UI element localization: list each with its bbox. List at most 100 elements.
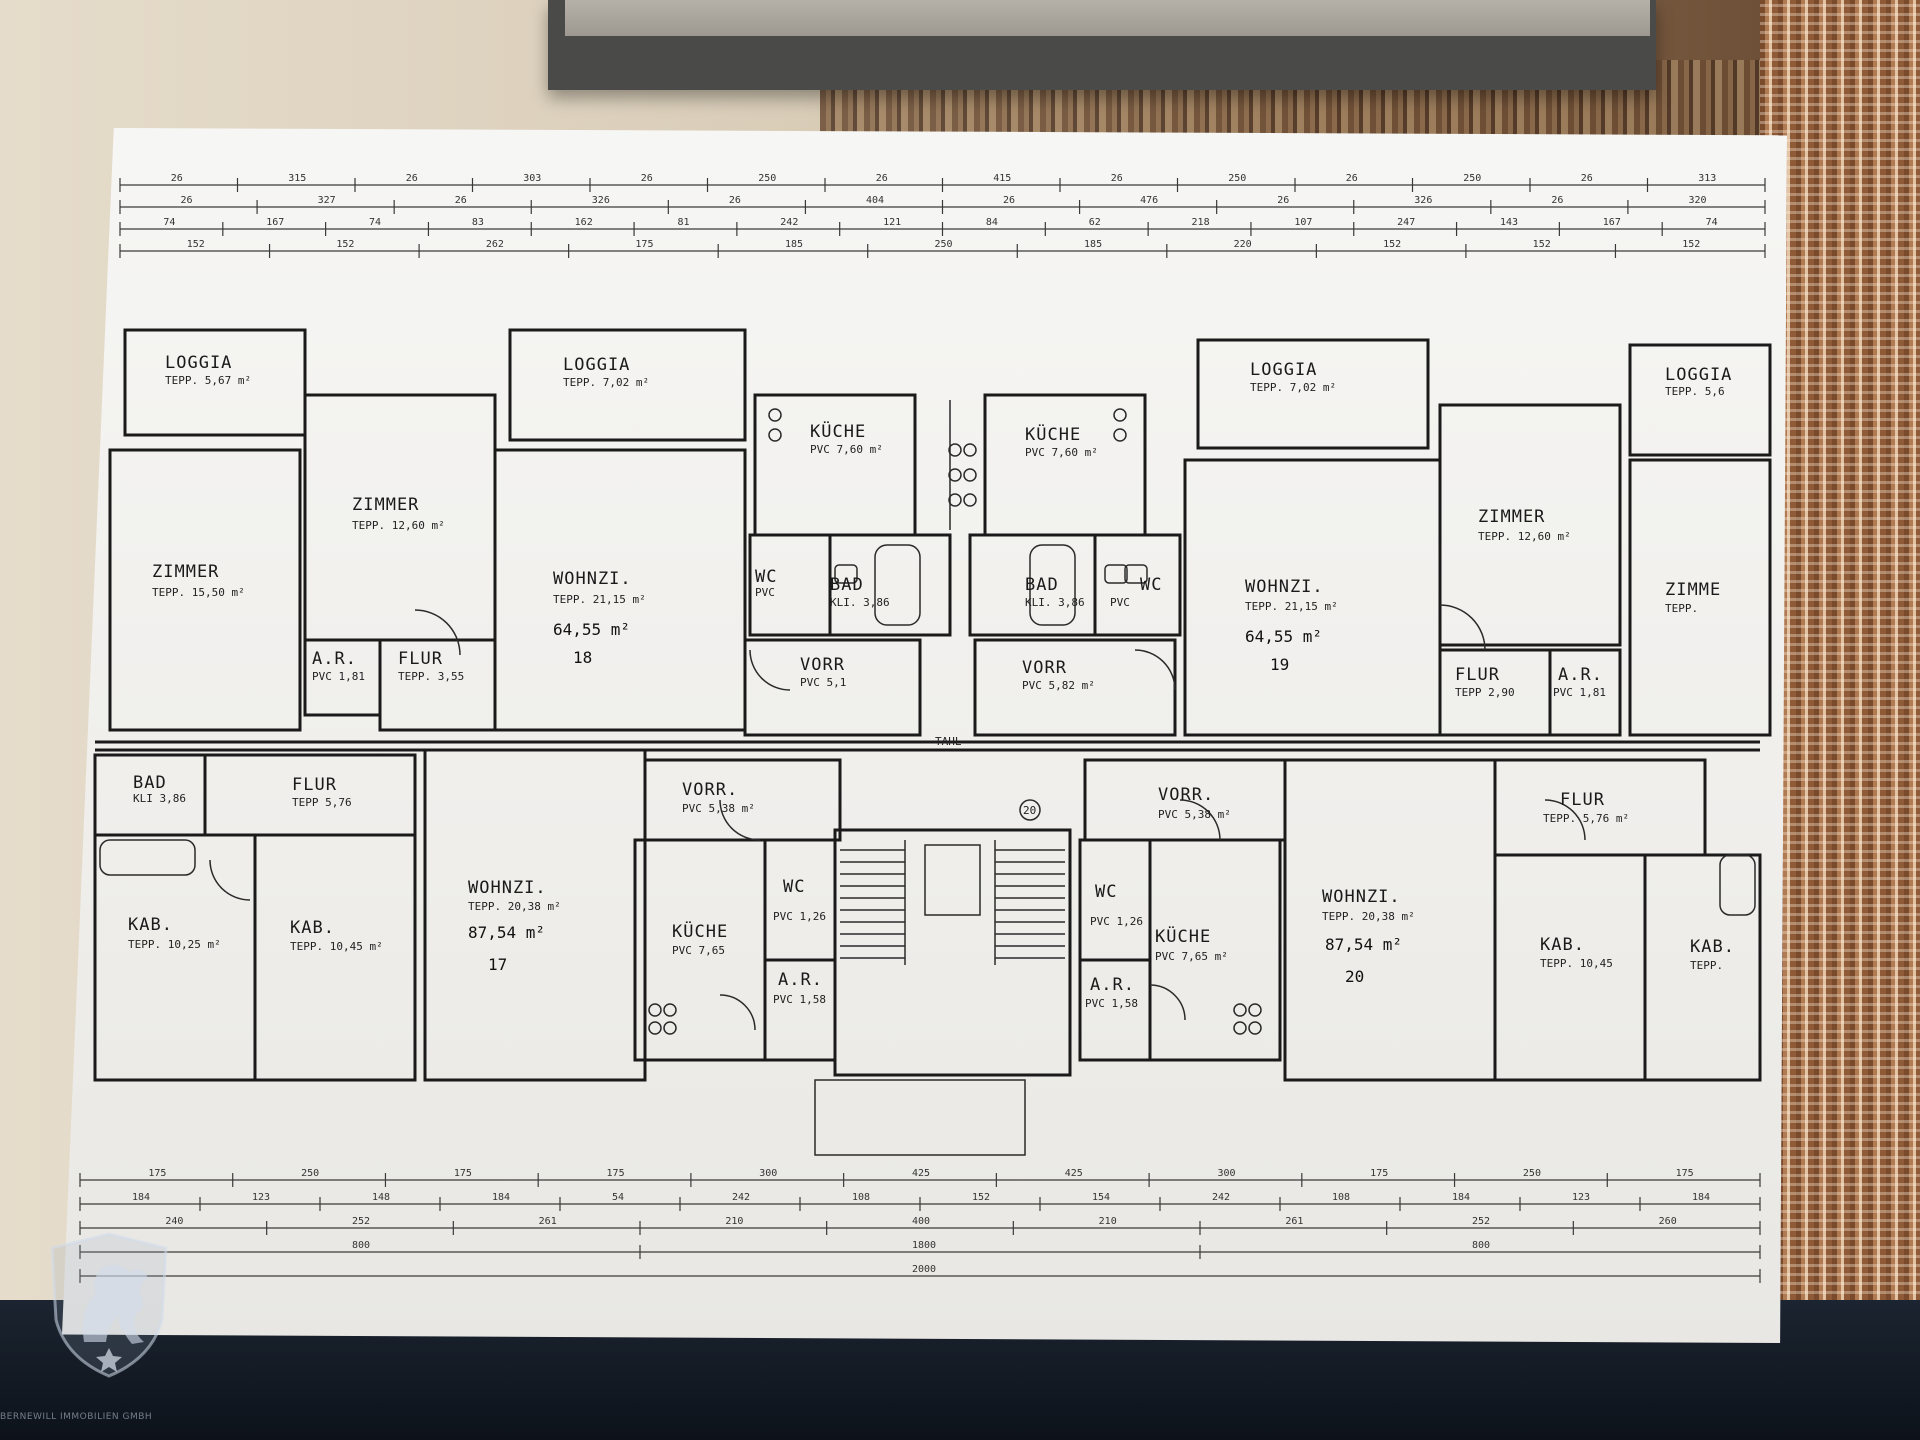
- dimension-label: 26: [455, 195, 467, 206]
- wooden-board-face: [565, 0, 1650, 36]
- dimension-label: 152: [972, 1192, 990, 1203]
- dimension-label: 175: [607, 1168, 625, 1179]
- sink: [1104, 564, 1128, 584]
- room-bad-2: BAD: [1025, 575, 1059, 595]
- dimension-label: 26: [181, 195, 193, 206]
- dimension-label: 476: [1140, 195, 1158, 206]
- room-zimmer-1-area: TEPP. 15,50 m²: [152, 586, 245, 599]
- lower-apartments-walls: [93, 748, 1762, 1156]
- woven-mat: [1760, 0, 1920, 1330]
- dimension-label: 184: [492, 1192, 510, 1203]
- dimension-label: 327: [318, 195, 336, 206]
- room-zimmer-1: ZIMMER: [152, 562, 219, 582]
- room-ar-1: A.R.: [312, 649, 357, 669]
- shaft-duct: [948, 493, 962, 507]
- room-wohnzi-19-area: TEPP. 21,15 m²: [1245, 600, 1338, 613]
- room-vorr-3: VORR.: [682, 780, 738, 800]
- room-wc-1: WC: [755, 567, 777, 587]
- dimension-label: 242: [780, 217, 798, 228]
- dimension-label: 152: [1383, 239, 1401, 250]
- shaft-duct: [963, 443, 977, 457]
- room-zimmer-3: ZIMMER: [1478, 507, 1545, 527]
- room-ar-2: A.R.: [1558, 665, 1603, 685]
- dimension-label: 26: [1277, 195, 1289, 206]
- room-bad-1-area: KLI. 3,86: [830, 596, 890, 609]
- dimension-label: 107: [1294, 217, 1312, 228]
- unit-18-number: 18: [573, 648, 592, 667]
- room-kab-1: KAB.: [128, 915, 173, 935]
- stove-burner: [1113, 408, 1127, 422]
- room-wc-4: WC: [1095, 882, 1117, 902]
- room-vorr-3-area: PVC 5,38 m²: [682, 802, 755, 815]
- dimension-label: 262: [486, 239, 504, 250]
- dimension-label: 74: [369, 217, 381, 228]
- dimension-label: 1800: [912, 1240, 936, 1251]
- stove-burner: [663, 1003, 677, 1017]
- sink: [834, 564, 858, 584]
- dimension-label: 148: [372, 1192, 390, 1203]
- room-flur-4: FLUR: [1560, 790, 1605, 810]
- dimension-label: 261: [539, 1216, 557, 1227]
- dimension-label: 26: [641, 173, 653, 184]
- room-kab-3-area: TEPP. 10,45: [1540, 957, 1613, 970]
- dimension-label: 143: [1500, 217, 1518, 228]
- room-zimmer-2-area: TEPP. 12,60 m²: [352, 519, 445, 532]
- dimension-label: 123: [1572, 1192, 1590, 1203]
- stove-burner: [648, 1021, 662, 1035]
- dimension-label: 250: [1463, 173, 1481, 184]
- stove-burner: [768, 408, 782, 422]
- dimension-label: 326: [592, 195, 610, 206]
- dimension-label: 2000: [912, 1264, 936, 1275]
- room-wc-2: WC: [1140, 575, 1162, 595]
- dimension-label: 184: [1452, 1192, 1470, 1203]
- kitchen-fixtures: [648, 408, 1262, 1035]
- dimension-label: 54: [612, 1192, 624, 1203]
- dimension-label: 242: [1212, 1192, 1230, 1203]
- room-wohnzi-17: WOHNZI.: [468, 878, 547, 898]
- dimension-label: 220: [1234, 239, 1252, 250]
- dimension-label: 81: [677, 217, 689, 228]
- stove-burner: [1233, 1003, 1247, 1017]
- room-flur-3-area: TEPP 5,76: [292, 796, 352, 809]
- room-wc-3: WC: [783, 877, 805, 897]
- dimension-label: 121: [883, 217, 901, 228]
- room-flur-2-area: TEPP 2,90: [1455, 686, 1515, 699]
- dimension-label: 252: [352, 1216, 370, 1227]
- stair-label: TAHL: [935, 735, 962, 748]
- dimension-label: 26: [1003, 195, 1015, 206]
- room-bad-1: BAD: [830, 575, 864, 595]
- watermark-text: BERNEWILL IMMOBILIEN GMBH: [0, 1412, 153, 1422]
- stove-burner: [1233, 1021, 1247, 1035]
- room-wohnzi-20-area: TEPP. 20,38 m²: [1322, 910, 1415, 923]
- dimension-label: 26: [729, 195, 741, 206]
- room-vorr-1-area: PVC 5,1: [800, 676, 846, 689]
- dimension-label: 152: [336, 239, 354, 250]
- room-vorr-4: VORR.: [1158, 785, 1214, 805]
- dimension-label: 26: [1581, 173, 1593, 184]
- dimension-label: 210: [1099, 1216, 1117, 1227]
- room-bad-3-area: KLI 3,86: [133, 792, 186, 805]
- dimension-label: 425: [1065, 1168, 1083, 1179]
- room-kab-3: KAB.: [1540, 935, 1585, 955]
- bathtub: [1029, 544, 1076, 626]
- level-marker-label: 20: [1023, 804, 1036, 817]
- dimension-label: 152: [1682, 239, 1700, 250]
- dimension-label: 175: [1676, 1168, 1694, 1179]
- room-bad-2-area: KLI. 3,86: [1025, 596, 1085, 609]
- dimension-label: 184: [132, 1192, 150, 1203]
- room-wc-2-area: PVC: [1110, 596, 1130, 609]
- shaft-duct: [963, 468, 977, 482]
- room-zimmer-3-area: TEPP. 12,60 m²: [1478, 530, 1571, 543]
- unit-20-area: 87,54 m²: [1325, 935, 1402, 954]
- room-flur-1-area: TEPP. 3,55: [398, 670, 464, 683]
- stove-burner: [663, 1021, 677, 1035]
- loggia-3-area: TEPP. 7,02 m²: [1250, 381, 1336, 394]
- room-kueche-3: KÜCHE: [672, 920, 728, 942]
- dimension-label: 84: [986, 217, 998, 228]
- room-flur-3: FLUR: [292, 775, 337, 795]
- stove-burner: [1248, 1003, 1262, 1017]
- shaft-duct: [963, 493, 977, 507]
- dimension-label: 218: [1192, 217, 1210, 228]
- dimension-label: 320: [1688, 195, 1706, 206]
- dimension-label: 400: [912, 1216, 930, 1227]
